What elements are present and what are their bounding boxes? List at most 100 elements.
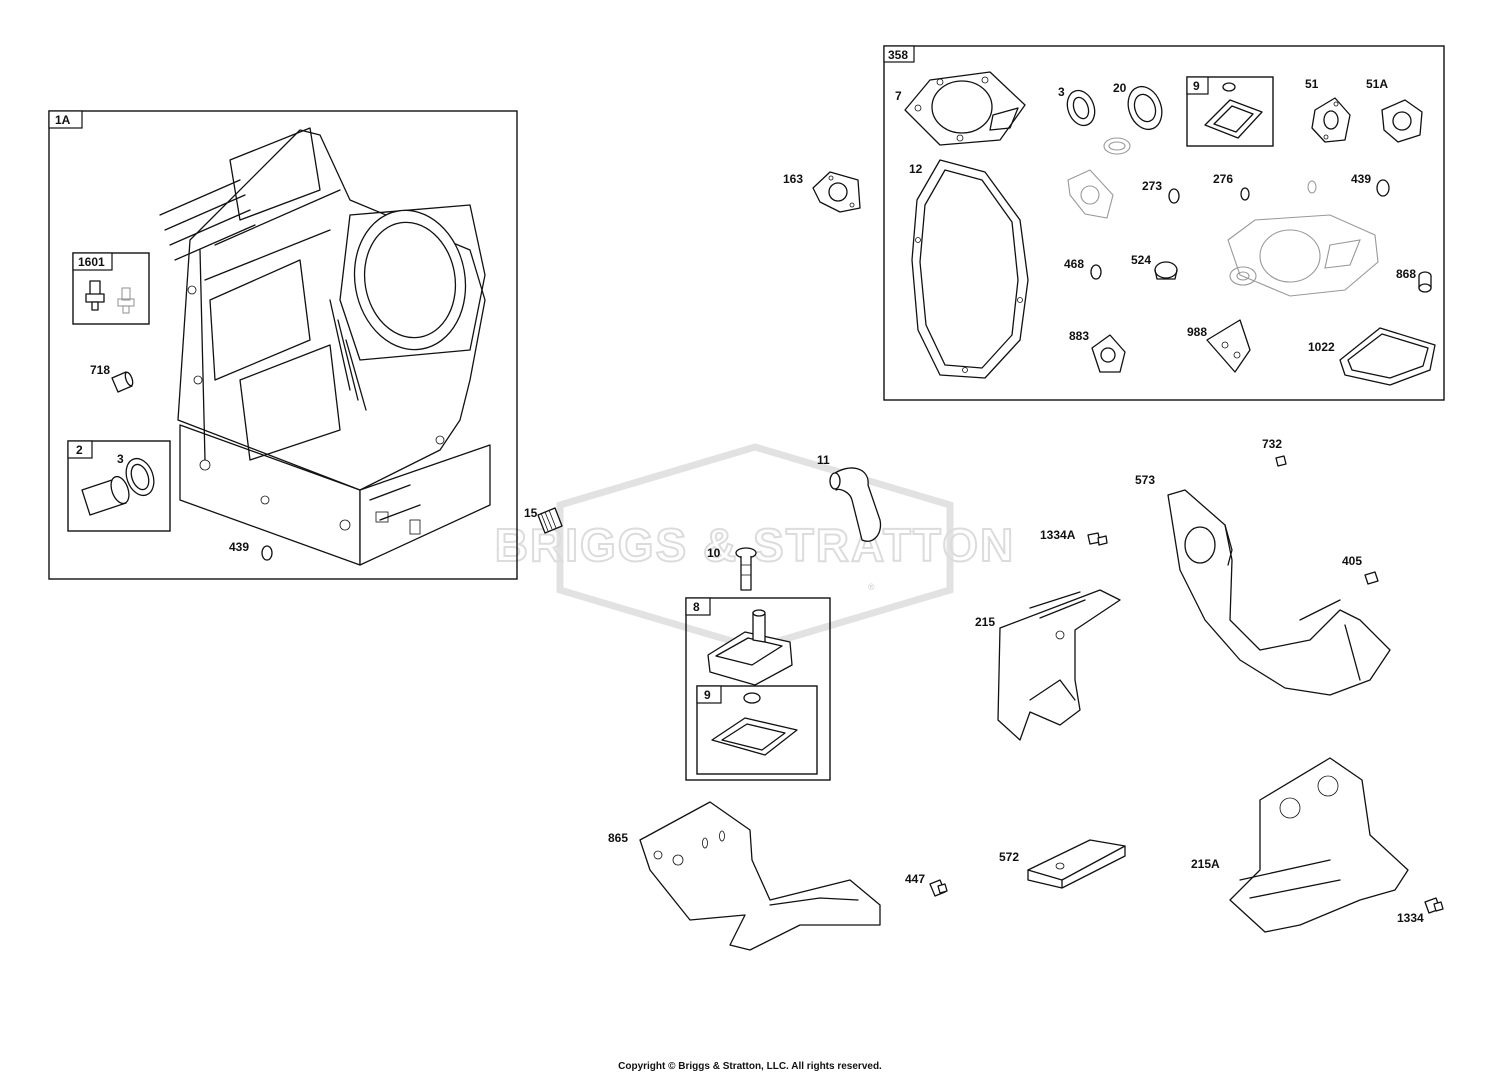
valve-seal-icon (1418, 271, 1432, 293)
retainer-clip-icon (1027, 839, 1126, 889)
group-9-breather[interactable]: 9 (696, 685, 818, 775)
part-20-label: 20 (1113, 81, 1127, 95)
screw-icon (1087, 532, 1108, 546)
group-1601-label: 1601 (78, 255, 105, 269)
part-1334a-label: 1334A (1040, 528, 1076, 542)
part-20[interactable]: 20 (1113, 81, 1168, 134)
screw-icon (929, 879, 948, 897)
part-1334[interactable]: 1334 (1397, 897, 1444, 925)
group-358-frame (883, 45, 1445, 401)
part-732[interactable]: 732 (1262, 437, 1287, 467)
part-276-label: 276 (1213, 172, 1233, 186)
breather-gasket-icon (711, 717, 798, 756)
group-8-label: 8 (693, 600, 700, 614)
flange-gasket-icon (1311, 97, 1351, 143)
group-358-tag (883, 45, 915, 63)
flange-gasket-icon (1091, 334, 1126, 373)
part-447[interactable]: 447 (905, 872, 948, 897)
part-718[interactable]: 718 (90, 363, 134, 393)
washer-icon (1090, 264, 1102, 280)
part-12-label: 12 (909, 162, 923, 176)
head-gasket-icon (904, 71, 1026, 146)
part-7-label: 7 (895, 89, 902, 103)
part-524-label: 524 (1131, 253, 1151, 267)
washer-grey (1307, 180, 1317, 194)
part-1334-label: 1334 (1397, 911, 1424, 925)
part-1334a[interactable]: 1334A (1040, 528, 1108, 546)
bracket-shroud-icon (639, 801, 881, 951)
part-15[interactable]: 15 (524, 506, 563, 534)
breather-valve-icon (735, 547, 757, 591)
part-3-seal-label: 3 (1058, 85, 1065, 99)
air-guide-shroud-icon (997, 589, 1121, 741)
group-2[interactable]: 2 3 (67, 440, 171, 532)
part-447-label: 447 (905, 872, 925, 886)
part-524[interactable]: 524 (1131, 253, 1178, 280)
part-883[interactable]: 883 (1069, 329, 1126, 373)
part-11-label: 11 (817, 453, 830, 467)
crankcase-block[interactable] (159, 127, 491, 566)
part-405[interactable]: 405 (1342, 554, 1379, 585)
part-10-label: 10 (707, 546, 721, 560)
part-865[interactable]: 865 (608, 801, 881, 951)
group-9-breather-tag (696, 685, 722, 704)
part-572[interactable]: 572 (999, 839, 1126, 889)
group-1601[interactable]: 1601 (72, 252, 150, 325)
intake-gasket-icon (812, 171, 861, 213)
group-1a-frame (48, 110, 518, 580)
part-573[interactable]: 573 (1135, 473, 1391, 696)
part-439-gasket-set-label: 439 (1351, 172, 1371, 186)
part-12[interactable]: 12 (909, 159, 1029, 379)
grommet-icon (1154, 261, 1178, 280)
screw-icon (1364, 571, 1379, 585)
washer-icon (1376, 179, 1390, 197)
part-883-label: 883 (1069, 329, 1089, 343)
blower-housing-back-icon (1167, 489, 1391, 696)
part-273[interactable]: 273 (1142, 179, 1180, 204)
part-276[interactable]: 276 (1213, 172, 1250, 201)
part-3-seal[interactable]: 3 (1058, 85, 1099, 129)
part-439-gasket-set[interactable]: 439 (1351, 172, 1390, 197)
part-215-label: 215 (975, 615, 995, 629)
crankcase-gasket-icon (911, 159, 1029, 379)
sleeve-icon (111, 371, 134, 393)
group-358[interactable]: 358 (883, 45, 1445, 401)
plate-gasket-icon (1206, 319, 1251, 373)
group-9-gasket-set[interactable]: 9 (1186, 76, 1274, 147)
group-2-frame (67, 440, 171, 532)
group-2-label: 2 (76, 443, 83, 457)
group-1a-tag (48, 110, 83, 129)
watermark-registered-mark: ® (868, 582, 875, 592)
flange-gasket-alt-icon (1381, 99, 1423, 143)
part-7[interactable]: 7 (895, 71, 1026, 146)
part-439-crankcase-label: 439 (229, 540, 249, 554)
part-988[interactable]: 988 (1187, 319, 1251, 373)
valve-seal-grey (1229, 266, 1257, 286)
part-51a[interactable]: 51A (1366, 77, 1423, 143)
o-ring-grey (1103, 137, 1131, 155)
watermark-text: BRIGGS & STRATTON (495, 519, 1015, 571)
part-468[interactable]: 468 (1064, 257, 1102, 280)
part-15-label: 15 (524, 506, 538, 520)
part-163[interactable]: 163 (783, 171, 861, 213)
group-9-gasket-set-tag (1186, 76, 1209, 95)
part-215a[interactable]: 215A (1191, 757, 1409, 933)
group-8-frame (685, 597, 831, 781)
screw-icon (1424, 897, 1444, 914)
part-51[interactable]: 51 (1305, 77, 1351, 143)
part-868[interactable]: 868 (1396, 267, 1432, 293)
part-439-crankcase[interactable]: 439 (229, 540, 273, 561)
group-358-label: 358 (888, 48, 908, 62)
part-10[interactable]: 10 (707, 546, 757, 591)
part-215a-label: 215A (1191, 857, 1220, 871)
part-215[interactable]: 215 (975, 589, 1121, 741)
group-1a-label: 1A (55, 113, 71, 127)
part-865-label: 865 (608, 831, 628, 845)
group-1a[interactable]: 1A (48, 110, 518, 580)
part-1022[interactable]: 1022 (1308, 327, 1436, 386)
part-405-label: 405 (1342, 554, 1362, 568)
exhaust-gasket-grey (1067, 169, 1114, 219)
group-8[interactable]: 8 (685, 597, 831, 781)
part-11[interactable]: 11 (817, 453, 882, 542)
